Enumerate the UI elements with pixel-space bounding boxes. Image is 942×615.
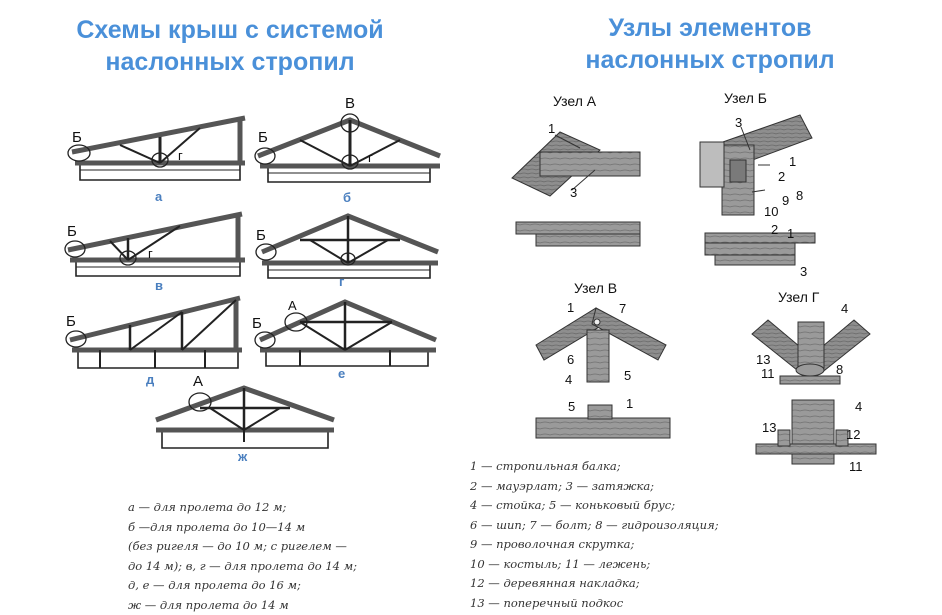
node-A-num-1: 1 [548,121,555,136]
node-G-num-13-bottom: 13 [762,420,776,435]
scheme-e-mark-B: Б [252,315,262,332]
scheme-d [66,298,242,368]
legend-right-line: 1 — стропильная балка; [470,457,719,477]
node-B-num-2-bottom: 2 [771,222,778,237]
scheme-d-label: д [146,372,155,387]
node-G-num-12: 12 [846,427,860,442]
node-B-num-10: 10 [764,204,778,219]
legend-spans: а — для пролета до 12 м; б —для пролета … [128,498,357,615]
node-B-num-9: 9 [782,193,789,208]
legend-right-line: 6 — шип; 7 — болт; 8 — гидроизоляция; [470,516,719,536]
node-G-num-8: 8 [836,362,843,377]
node-G-num-11-bottom: 11 [849,459,863,474]
node-G-drawing [752,320,876,464]
scheme-e-mark-A: А [288,298,297,313]
scheme-zh-mark-A: А [193,373,203,390]
scheme-zh-label: ж [237,449,248,464]
scheme-v-label: в [155,278,163,293]
node-V-num-7: 7 [619,301,626,316]
node-G-num-13-top: 13 [756,352,770,367]
node-V-drawing [536,308,670,438]
scheme-b [255,114,440,182]
legend-right-line: 13 — поперечный подкос [470,594,719,614]
node-V-num-6: 6 [567,352,574,367]
legend-right-line: 2 — мауэрлат; 3 — затяжка; [470,477,719,497]
scheme-g [256,216,438,278]
node-G-num-4-top: 4 [841,301,848,316]
node-G-num-11-top: 11 [761,366,775,381]
legend-left-line: б —для пролета до 10—14 м [128,518,357,538]
scheme-b-mark-g: г [368,150,373,165]
scheme-g-mark-B: Б [256,227,266,244]
node-V-title: Узел В [574,280,617,296]
legend-left-line: ж — для пролета до 14 м [128,596,357,615]
scheme-g-label: г [339,274,345,289]
node-V-num-5: 5 [624,368,631,383]
scheme-b-mark-V: В [345,95,355,112]
node-B-num-8: 8 [796,188,803,203]
scheme-v-mark-B: Б [67,223,77,240]
scheme-a-mark-g: г [178,148,183,163]
node-A-title: Узел А [553,93,597,109]
node-B-num-1-bottom: 1 [787,226,794,241]
scheme-e [255,302,436,366]
node-G-title: Узел Г [778,289,820,305]
scheme-b-mark-B: Б [258,129,268,146]
node-B-num-3-top: 3 [735,115,742,130]
legend-left-line: д, е — для пролета до 16 м; [128,576,357,596]
scheme-zh [156,388,334,448]
node-V-num-4: 4 [565,372,572,387]
scheme-a-label: а [155,189,163,204]
node-A-num-3: 3 [570,185,577,200]
node-B-num-2-top: 2 [778,169,785,184]
node-B-title: Узел Б [724,90,767,106]
node-B-num-1-top: 1 [789,154,796,169]
legend-elements: 1 — стропильная балка; 2 — мауэрлат; 3 —… [470,457,719,613]
legend-right-line: 10 — костыль; 11 — лежень; [470,555,719,575]
scheme-v-mark-g: г [148,246,153,261]
scheme-v [65,214,245,276]
legend-right-line: 9 — проволочная скрутка; [470,535,719,555]
node-V-num-5-bottom: 5 [568,399,575,414]
scheme-b-label: б [343,190,351,205]
scheme-e-label: е [338,366,345,381]
scheme-a [68,118,245,180]
legend-right-line: 4 — стойка; 5 — коньковый брус; [470,496,719,516]
scheme-a-mark-B: Б [72,129,82,146]
legend-left-line: (без ригеля — до 10 м; с ригелем — [128,537,357,557]
legend-right-line: 12 — деревянная накладка; [470,574,719,594]
node-V-num-1: 1 [567,300,574,315]
node-G-num-4-bottom: 4 [855,399,862,414]
legend-left-line: а — для пролета до 12 м; [128,498,357,518]
legend-left-line: до 14 м); в, г — для пролета до 14 м; [128,557,357,577]
node-V-num-1-bottom: 1 [626,396,633,411]
node-B-num-3-bottom: 3 [800,264,807,279]
scheme-d-mark-B: Б [66,313,76,330]
